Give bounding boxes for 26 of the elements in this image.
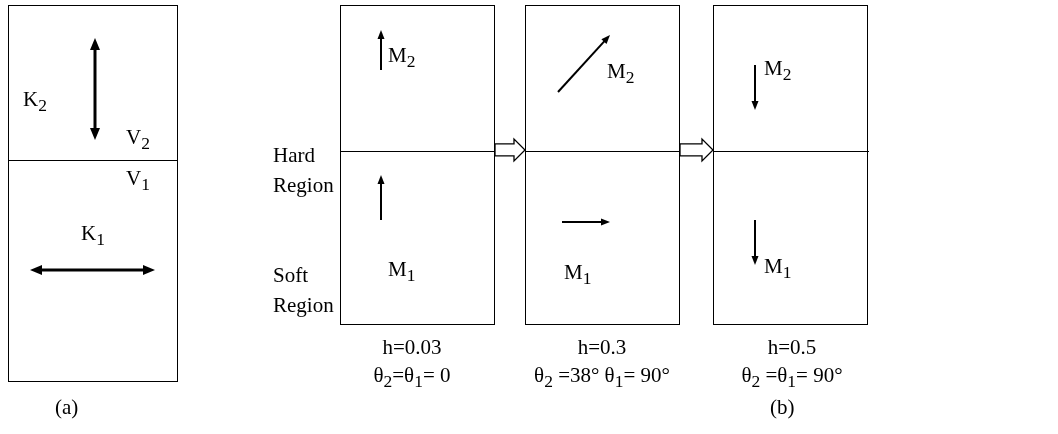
panel-box	[525, 5, 680, 325]
panel-box	[340, 5, 495, 325]
parameter-caption: h=0.03	[382, 335, 442, 359]
parameter-caption: h=0.3	[577, 335, 627, 359]
block-arrow	[679, 137, 714, 163]
region-label: Soft Region	[273, 262, 335, 319]
magnetization-label: M$_{2}$	[388, 43, 416, 74]
volume-label: V$_{2}$	[126, 125, 150, 156]
parameter-caption: θ$_{2}$=θ$_{1}$= 0	[373, 363, 451, 394]
anisotropy-label: K$_{2}$	[23, 87, 47, 118]
panel-label: (a)	[55, 395, 79, 419]
magnetization-label: M$_{1}$	[764, 254, 792, 285]
magnetization-label: M$_{2}$	[607, 59, 635, 90]
magnetization-label: M$_{2}$	[764, 56, 792, 87]
magnetization-label: M$_{1}$	[388, 257, 416, 288]
panel-label: (b)	[770, 395, 795, 419]
magnetization-label: M$_{1}$	[564, 260, 592, 291]
volume-label: V$_{1}$	[126, 166, 150, 197]
parameter-caption: θ$_{2}$ =38° θ$_{1}$= 90°	[534, 363, 670, 394]
anisotropy-label: K$_{1}$	[81, 221, 105, 252]
panel-box	[713, 5, 868, 325]
block-arrow	[494, 137, 526, 163]
parameter-caption: θ$_{2}$ =θ$_{1}$= 90°	[741, 363, 843, 394]
region-label: Hard Region	[273, 142, 335, 199]
soft-region-box	[8, 160, 178, 382]
parameter-caption: h=0.5	[767, 335, 817, 359]
